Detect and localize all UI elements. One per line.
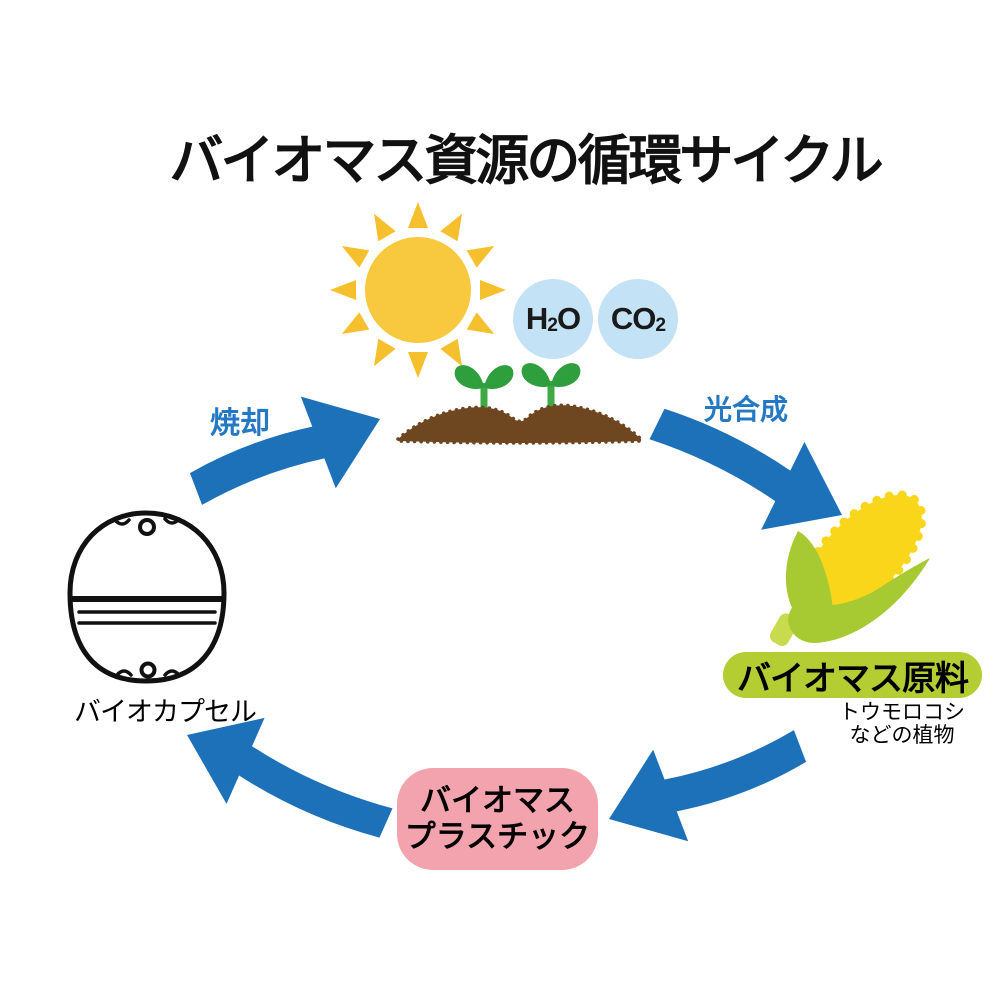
h2o-subscript: 2 bbox=[547, 315, 558, 336]
biomass-plastic-label-line1: バイオマス bbox=[420, 783, 575, 818]
biomass-feedstock-note: トウモロコシ などの植物 bbox=[826, 701, 978, 747]
co2-subscript: 2 bbox=[655, 315, 666, 336]
biomass-feedstock-label: バイオマス原料 bbox=[737, 659, 969, 698]
soil-and-sprouts-icon bbox=[396, 363, 643, 445]
soil-icon bbox=[396, 403, 643, 445]
sun-ray bbox=[408, 352, 428, 378]
co2-text: CO bbox=[610, 301, 656, 336]
feedstock-note-line2: などの植物 bbox=[849, 724, 955, 747]
capsule-bottom-notch bbox=[115, 669, 133, 677]
biomass-feedstock-badge: バイオマス原料 bbox=[723, 652, 982, 698]
sprout-icon bbox=[454, 365, 514, 411]
capsule-top-notch bbox=[113, 518, 131, 526]
sun-core bbox=[365, 237, 471, 343]
h2o-text: H bbox=[525, 301, 548, 336]
sun-ray bbox=[330, 280, 356, 300]
biomass-plastic-label-line2: プラスチック bbox=[404, 819, 591, 854]
capsule-bottom-notch bbox=[163, 669, 181, 677]
sun-ray bbox=[440, 213, 462, 242]
sun-ray bbox=[466, 246, 495, 268]
sun-ray bbox=[440, 338, 462, 367]
photosynthesis-arrow-icon bbox=[649, 408, 842, 530]
sun-ray bbox=[341, 312, 370, 334]
sprout-icon bbox=[521, 363, 581, 409]
sun-icon bbox=[330, 202, 506, 378]
feedstock-to-plastic-arrow-icon bbox=[609, 730, 807, 842]
sun-ray bbox=[408, 202, 428, 228]
bio-capsule-icon bbox=[67, 510, 227, 684]
plastic-to-capsule-arrow-icon bbox=[187, 717, 393, 838]
sun-ray bbox=[341, 246, 370, 268]
incineration-label: 焼却 bbox=[210, 407, 270, 440]
feedstock-note-line1: トウモロコシ bbox=[839, 701, 965, 724]
photosynthesis-label: 光合成 bbox=[704, 394, 789, 425]
sun-ray bbox=[466, 312, 495, 334]
h2o-text: O bbox=[556, 301, 581, 336]
corn-husk-right-leaf bbox=[788, 558, 930, 643]
corn-icon bbox=[769, 490, 930, 646]
sun-rays bbox=[330, 202, 506, 378]
biomass-plastic-badge: バイオマス プラスチック bbox=[397, 768, 598, 870]
incineration-arrow-icon bbox=[189, 396, 380, 505]
sun-ray bbox=[374, 338, 396, 367]
page-title: バイオマス資源の循環サイクル bbox=[169, 131, 883, 191]
sun-ray bbox=[480, 280, 506, 300]
sun-ray bbox=[374, 213, 396, 242]
capsule-top-hole bbox=[138, 518, 156, 536]
bio-capsule-label: バイオカプセル bbox=[74, 697, 257, 727]
capsule-bottom-hole bbox=[139, 661, 157, 679]
capsule-top-notch bbox=[163, 517, 181, 525]
